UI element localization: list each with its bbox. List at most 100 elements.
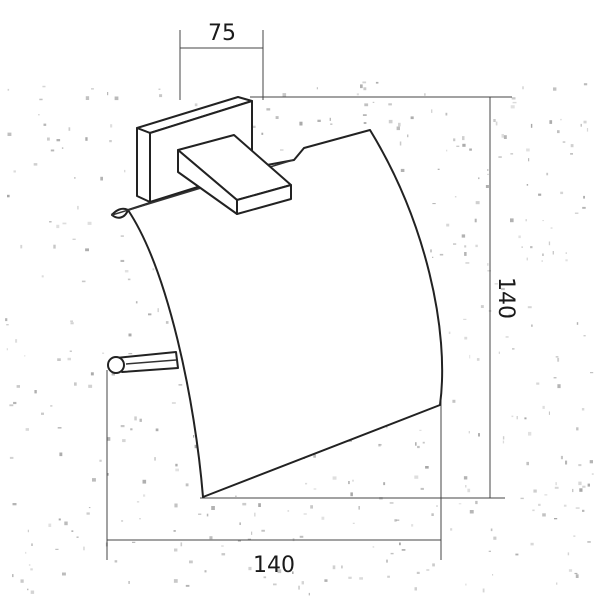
scan-speck [530, 246, 533, 249]
scan-speck [363, 87, 367, 91]
scan-speck [313, 488, 317, 490]
scan-speck [554, 518, 558, 520]
scan-speck [50, 405, 53, 407]
scan-speck [530, 542, 534, 546]
scan-speck [386, 559, 388, 563]
scan-speck [456, 145, 460, 147]
scan-speck [175, 468, 179, 472]
scan-speck [42, 85, 46, 88]
scan-speck [502, 440, 505, 444]
scan-speck [417, 445, 420, 449]
scan-speck [468, 431, 470, 434]
scan-speck [88, 384, 93, 388]
dim-height-label: 140 [493, 277, 518, 319]
scan-speck [352, 522, 355, 524]
scan-speck [512, 348, 515, 350]
roll-rod [107, 351, 179, 374]
scan-speck [152, 268, 155, 271]
scan-speck [398, 122, 401, 127]
scan-speck [557, 130, 560, 134]
scan-speck [580, 123, 582, 127]
scan-speck [565, 259, 568, 262]
scan-speck [516, 416, 518, 420]
scan-speck [76, 536, 79, 538]
scan-speck [30, 590, 35, 594]
scan-speck [464, 245, 467, 248]
scan-speck [546, 172, 549, 176]
scan-speck [372, 546, 375, 548]
scan-speck [143, 494, 146, 497]
scan-speck [83, 546, 85, 551]
arm-end [236, 184, 292, 215]
scan-speck [128, 333, 132, 337]
scan-speck [41, 412, 44, 415]
scan-speck [301, 581, 304, 585]
scan-speck [567, 552, 570, 556]
scan-speck [362, 81, 367, 84]
scan-speck [185, 584, 190, 587]
scan-speck [414, 587, 417, 591]
scan-speck [565, 252, 567, 254]
scan-speck [53, 244, 56, 249]
scan-speck [498, 156, 502, 158]
scan-speck [171, 402, 176, 404]
scan-speck [209, 536, 213, 540]
scan-speck [74, 382, 77, 386]
scan-speck [583, 335, 586, 337]
scan-speck [396, 126, 400, 131]
scan-speck [553, 87, 557, 91]
dimension-bottom-width: 140 [106, 370, 442, 578]
scan-speck [575, 574, 579, 578]
scan-speck [587, 483, 590, 487]
scan-speck [175, 463, 178, 467]
scan-speck [194, 103, 198, 107]
scan-speck [450, 528, 453, 531]
scan-speck [511, 97, 516, 100]
scan-speck [469, 510, 474, 514]
scan-speck [520, 497, 524, 500]
scan-speck [378, 444, 382, 446]
scan-speck [299, 121, 303, 126]
scan-speck [399, 141, 402, 146]
scan-speck [590, 372, 594, 374]
scan-speck [85, 96, 90, 100]
scan-speck [67, 357, 71, 361]
scan-speck [388, 119, 393, 124]
scan-speck [127, 278, 131, 281]
scan-speck [56, 224, 60, 229]
scan-speck [165, 321, 169, 324]
scan-speck [57, 427, 62, 429]
scan-speck [378, 443, 381, 447]
scan-speck [574, 212, 579, 214]
scan-speck [70, 320, 73, 322]
mount-plate-front [136, 127, 151, 203]
scan-speck [560, 118, 562, 121]
scan-speck [512, 101, 517, 104]
scan-speck [155, 428, 159, 432]
scan-speck [254, 512, 256, 517]
scan-speck [394, 519, 397, 522]
scan-speck [501, 134, 504, 138]
scan-speck [554, 486, 559, 489]
scan-speck [557, 357, 560, 362]
scan-speck [99, 459, 102, 462]
scan-speck [92, 478, 96, 482]
scan-speck [363, 122, 367, 124]
scan-speck [148, 313, 152, 316]
scan-speck [490, 528, 493, 532]
scan-speck [528, 158, 530, 162]
scan-speck [498, 351, 500, 354]
scan-speck [56, 139, 61, 142]
scan-speck [463, 476, 468, 480]
scan-speck [553, 377, 557, 379]
scan-speck [20, 579, 24, 583]
scan-speck [235, 495, 237, 497]
scan-speck [9, 456, 14, 459]
scan-speck [62, 572, 66, 576]
scan-speck [57, 358, 61, 361]
scan-speck [548, 241, 551, 246]
scan-speck [548, 411, 550, 415]
scan-speck [130, 428, 133, 431]
scan-speck [492, 574, 494, 576]
scan-speck [107, 92, 109, 96]
